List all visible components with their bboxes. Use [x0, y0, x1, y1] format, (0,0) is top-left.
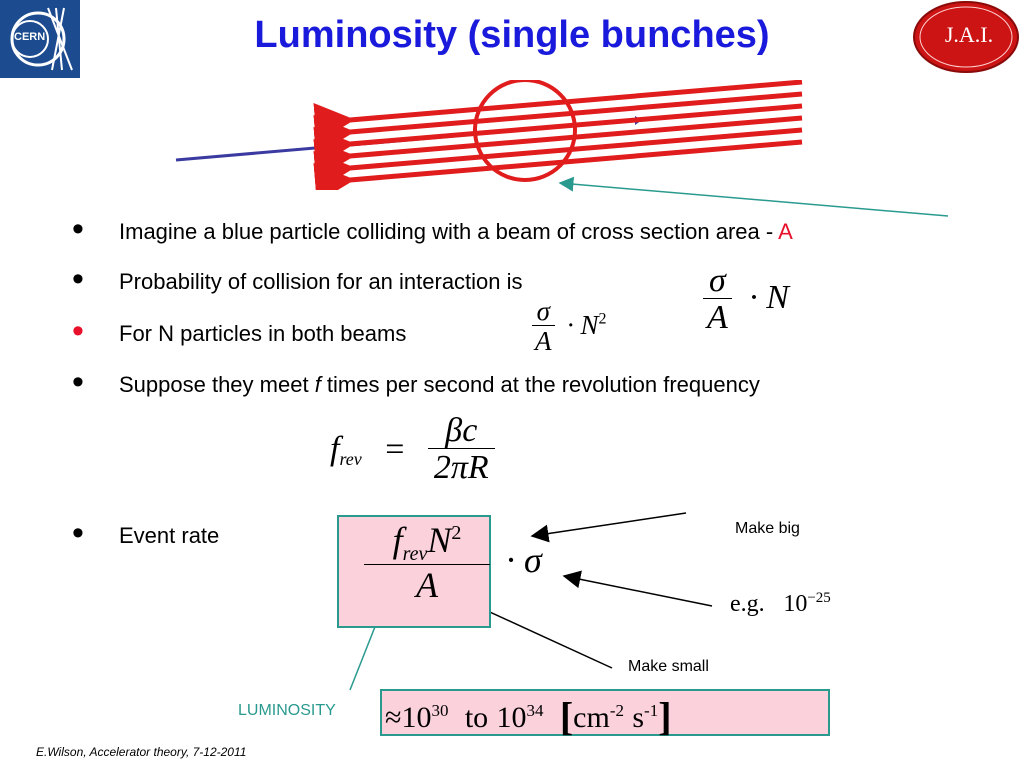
frev-numerator: βc: [445, 412, 478, 449]
slide-footer: E.Wilson, Accelerator theory, 7-12-2011: [36, 745, 247, 759]
bullet-marker: •: [72, 514, 84, 552]
n-exponent: 2: [598, 310, 607, 328]
lum-bracket-close: ]: [658, 694, 672, 739]
rate-f: f: [392, 520, 403, 560]
rate-multiplier: · σ: [506, 540, 542, 581]
bullet-3-text: For N particles in both beams: [119, 321, 407, 346]
red-beam-line: [313, 91, 803, 155]
n-multiplier: · N: [567, 309, 599, 340]
prob-denominator: A: [703, 298, 732, 335]
bullet-4-text: Suppose they meet f times per second at …: [119, 372, 760, 398]
lum-unit-2: s: [632, 701, 645, 734]
cern-logo-text: CERN: [14, 31, 46, 43]
eg-arrow: [562, 570, 713, 607]
bullet-4-italic: f: [314, 372, 321, 397]
lum-unit-1: cm: [573, 701, 610, 734]
frev-formula: frev = βc 2πR: [330, 414, 495, 485]
make-small-note: Make small: [628, 658, 709, 675]
frev-subscript: rev: [339, 449, 362, 469]
bullet-marker: •: [72, 363, 84, 401]
bullet-1-label: Imagine a blue particle colliding with a…: [119, 219, 779, 244]
make-big-arrow: [530, 512, 687, 543]
prob-multiplier: · N: [749, 279, 789, 317]
area-pointer-line: [558, 176, 949, 217]
frev-equals: =: [385, 430, 405, 468]
eg-exponent: −25: [807, 590, 831, 606]
bullet-1-text: Imagine a blue particle colliding with a…: [119, 219, 793, 245]
red-beam-line: [313, 80, 803, 143]
event-rate-formula: frevN2 A · σ: [364, 522, 542, 603]
jai-logo-icon: [913, 1, 1019, 73]
red-beam-line: [313, 127, 803, 190]
eg-formula: e.g. 10−25: [730, 590, 831, 618]
lum-base-1: 10: [401, 701, 432, 734]
slide-title: Luminosity (single bunches): [254, 14, 770, 56]
rate-exponent: 2: [451, 522, 462, 544]
frev-denominator: 2πR: [427, 448, 495, 485]
rate-subscript: rev: [402, 543, 428, 566]
cern-logo-icon: [10, 7, 73, 71]
bullet-5-text: Event rate: [119, 523, 220, 548]
n-denominator: A: [532, 325, 555, 355]
rate-denominator: A: [364, 564, 490, 603]
lum-unit-2-exp: -1: [644, 701, 659, 720]
n-particles-formula: σ A · N2: [532, 298, 607, 355]
bullet-4-after: times per second at the revolution frequ…: [320, 372, 760, 397]
make-big-note: Make big: [735, 520, 800, 537]
luminosity-range-box: [380, 689, 830, 736]
lum-approx: ≈: [385, 701, 402, 734]
lum-unit-1-exp: -2: [609, 701, 624, 720]
cern-logo: CERN: [0, 0, 80, 78]
lum-exp-2: 34: [526, 701, 544, 720]
prob-numerator: σ: [709, 262, 726, 299]
bullet-1-highlight: A: [778, 219, 793, 244]
lum-to: to: [464, 701, 489, 734]
frev-lhs: f: [330, 430, 340, 468]
rate-N: N: [427, 520, 452, 560]
eg-base: 10: [783, 591, 808, 617]
eg-text: e.g.: [730, 591, 765, 617]
bullet-marker: •: [72, 210, 84, 248]
cross-section-circle: [473, 80, 577, 182]
beam-illustration: [175, 80, 803, 190]
jai-logo-text: J.A.I.: [944, 22, 994, 47]
bullet-4-before: Suppose they meet: [119, 372, 315, 397]
bullet-marker: •: [72, 260, 84, 298]
lum-bracket-open: [: [559, 694, 574, 739]
red-beam-line: [313, 139, 803, 190]
rate-numerator: frevN2: [393, 522, 462, 564]
luminosity-label: LUMINOSITY: [238, 702, 336, 719]
event-rate-box: [337, 515, 491, 628]
bullet-marker: •: [72, 312, 84, 350]
probability-formula: σ A · N: [703, 264, 789, 335]
luminosity-range-formula: ≈1030 to 1034 [cm-2 s-1]: [385, 693, 672, 740]
lum-exp-1: 30: [431, 701, 449, 720]
jai-logo: J.A.I.: [912, 0, 1024, 76]
lum-base-2: 10: [496, 701, 527, 734]
bullet-2-text: Probability of collision for an interact…: [119, 269, 523, 294]
n-numerator: σ: [536, 296, 550, 326]
